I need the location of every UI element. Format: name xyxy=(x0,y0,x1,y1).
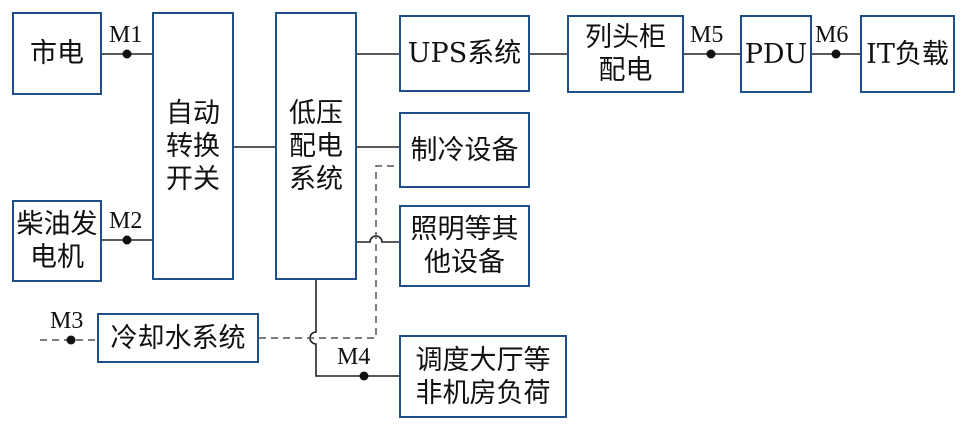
meter-m6-label: M6 xyxy=(815,22,849,48)
pdu-label: PDU xyxy=(744,38,808,70)
ats-label-line3: 开关 xyxy=(166,163,220,195)
pdu-block: PDU xyxy=(740,15,812,93)
meter-m4-dot xyxy=(359,371,369,381)
generator-block: 柴油发 电机 xyxy=(12,200,102,282)
it-load-block: IT负载 xyxy=(860,15,955,93)
ats-block: 自动 转换 开关 xyxy=(152,12,234,280)
ats-label-line2: 转换 xyxy=(166,130,220,162)
cabinet-label-line1: 列头柜 xyxy=(585,22,666,53)
ups-block: UPS系统 xyxy=(399,15,530,92)
cooling-equipment-block: 制冷设备 xyxy=(399,112,530,188)
cooling-equipment-label: 制冷设备 xyxy=(410,134,519,166)
line-lv-lighting xyxy=(357,235,399,243)
lv-label-line2: 配电 xyxy=(289,130,343,162)
meter-m3-dot xyxy=(66,335,76,345)
meter-m1-label: M1 xyxy=(109,22,143,48)
line-lv-nonit xyxy=(309,280,399,377)
line-chilled-cooling xyxy=(259,165,399,339)
ups-label: UPS系统 xyxy=(407,38,522,69)
cabinet-distribution-block: 列头柜 配电 xyxy=(567,15,684,93)
chilled-water-label: 冷却水系统 xyxy=(110,322,246,354)
generator-label-line2: 电机 xyxy=(30,242,84,273)
meter-m5-label: M5 xyxy=(690,22,724,48)
meter-m2-dot xyxy=(122,235,132,245)
it-load-label: IT负载 xyxy=(866,38,949,70)
meter-m6-dot xyxy=(831,49,841,59)
lv-label-line3: 系统 xyxy=(289,163,343,195)
lighting-block: 照明等其 他设备 xyxy=(399,205,530,287)
non-it-label-line1: 调度大厅等 xyxy=(415,344,551,376)
lv-label-line1: 低压 xyxy=(289,97,343,129)
meter-m3-label: M3 xyxy=(50,308,84,334)
meter-m2-label: M2 xyxy=(109,208,143,234)
lv-distribution-block: 低压 配电 系统 xyxy=(275,12,357,280)
chilled-water-block: 冷却水系统 xyxy=(97,313,259,363)
non-it-load-block: 调度大厅等 非机房负荷 xyxy=(399,335,567,418)
meter-m1-dot xyxy=(122,49,132,59)
mains-block: 市电 xyxy=(12,12,102,95)
mains-label: 市电 xyxy=(30,38,84,69)
lighting-label-line2: 他设备 xyxy=(424,247,505,278)
lighting-label-line1: 照明等其 xyxy=(410,214,519,245)
meter-m4-label: M4 xyxy=(337,344,371,370)
generator-label-line1: 柴油发 xyxy=(16,209,98,240)
non-it-label-line2: 非机房负荷 xyxy=(415,377,551,409)
cabinet-label-line2: 配电 xyxy=(598,55,653,86)
ats-label-line1: 自动 xyxy=(166,97,220,129)
meter-m5-dot xyxy=(706,49,716,59)
